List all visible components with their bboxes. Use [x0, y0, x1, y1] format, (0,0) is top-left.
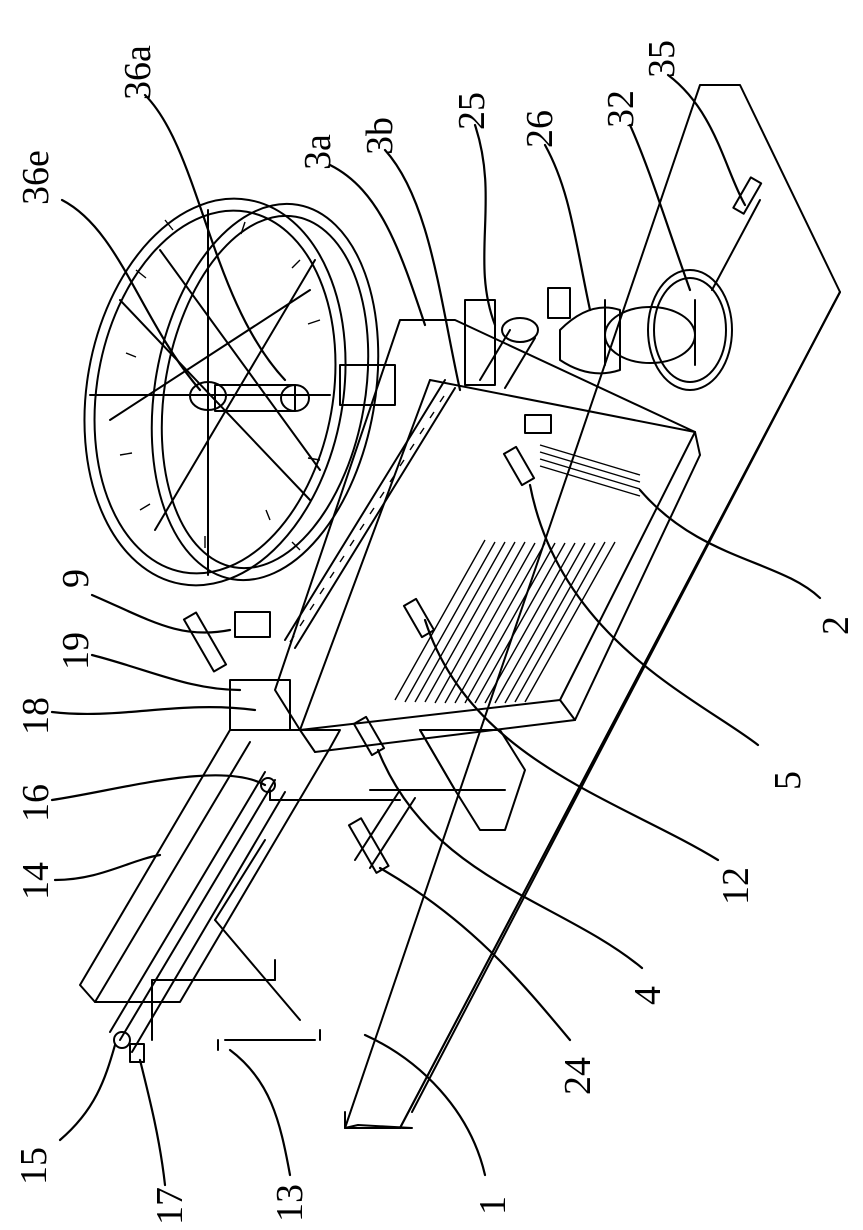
- vent-slots: [395, 445, 640, 703]
- label-19: 19: [55, 632, 97, 670]
- label-32: 32: [600, 90, 642, 128]
- reference-labels: 36e 36a 3a 3b 25 26 32 35 9 19 18 16 14 …: [13, 40, 857, 1225]
- label-4: 4: [627, 986, 669, 1005]
- label-1: 1: [472, 1196, 514, 1215]
- label-25: 25: [451, 92, 493, 130]
- label-35: 35: [641, 40, 683, 78]
- label-12: 12: [715, 867, 757, 905]
- label-9: 9: [55, 569, 97, 588]
- label-14: 14: [15, 862, 57, 900]
- label-2: 2: [815, 616, 857, 635]
- label-3b: 3b: [359, 117, 401, 155]
- label-36e: 36e: [15, 150, 57, 205]
- motor-assembly: [465, 177, 761, 390]
- label-16: 16: [15, 784, 57, 822]
- small-parts: [184, 612, 389, 873]
- label-26: 26: [519, 110, 561, 148]
- label-5: 5: [767, 771, 809, 790]
- leader-lines: [52, 75, 820, 1185]
- gear-rack: [285, 380, 455, 648]
- label-13: 13: [269, 1184, 311, 1222]
- left-table: [80, 730, 400, 1062]
- label-36a: 36a: [117, 45, 159, 100]
- label-24: 24: [557, 1057, 599, 1095]
- label-17: 17: [149, 1187, 191, 1225]
- base-plate: [345, 85, 840, 1128]
- label-3a: 3a: [297, 134, 339, 170]
- label-15: 15: [13, 1147, 55, 1185]
- label-18: 18: [15, 697, 57, 735]
